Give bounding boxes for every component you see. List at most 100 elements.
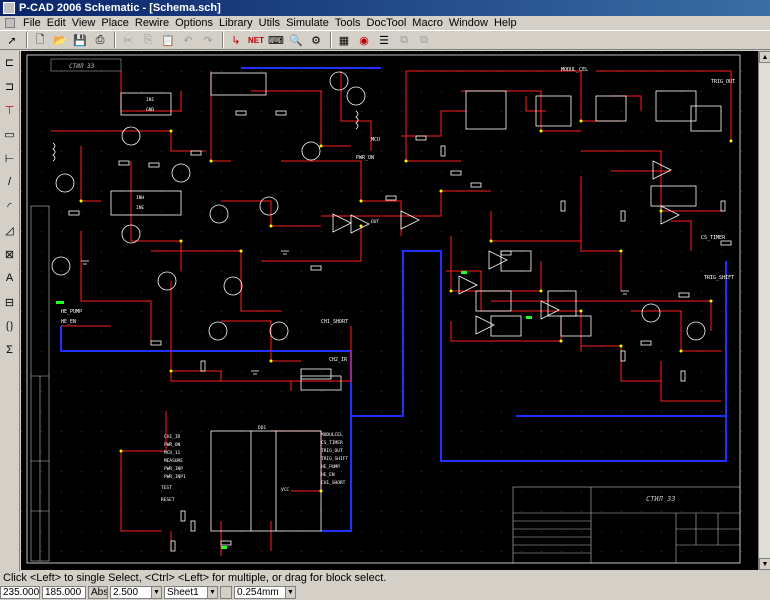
sheet-dropdown[interactable]: Sheet1 ▼ (164, 586, 218, 599)
wire-tool-icon[interactable]: ↳ (231, 34, 241, 47)
main-toolbar: ➚ 🗋 📂 💾 ⎙ ✂ ⎘ 📋 ↶ ↷ ↳ NET ⌨ 🔍 ⚙ ▦ ◉ ☰ ⧉ … (0, 30, 770, 50)
place-line-icon[interactable]: ⊢ (4, 152, 15, 165)
place-port-icon[interactable]: ▭ (4, 128, 15, 141)
line-width-dropdown[interactable]: 0.254mm ▼ (234, 586, 296, 599)
menu-place[interactable]: Place (101, 16, 129, 29)
ic-pin-label: OUT (371, 219, 379, 225)
zoom-icon[interactable]: 🔍 (289, 34, 303, 47)
ic-pin-label: INE (136, 205, 144, 211)
menu-edit[interactable]: Edit (46, 16, 66, 29)
title-block (512, 486, 741, 564)
menu-bar: File Edit View Place Rewire Options Libr… (0, 16, 770, 30)
mcu-right-pin: HE_PUMP (321, 464, 340, 470)
net-label-trig-shift: TRIG_SHIFT (704, 275, 734, 281)
status-fields: 235.000 185.000 Abs 2.500 ▼ Sheet1 ▼ 0.2… (0, 585, 770, 600)
ic-pin-label: TEST (161, 485, 172, 491)
ic-pin-label: INH (136, 195, 144, 201)
place-arc-icon[interactable]: ◜ (7, 200, 12, 213)
mcu-left-pin: CH1_IR (164, 434, 181, 440)
ic-pin-label: GND (146, 107, 154, 113)
net-label-ch2-ir: CH2_IR (329, 357, 348, 363)
chevron-down-icon: ▼ (207, 587, 217, 598)
menu-window[interactable]: Window (448, 16, 488, 29)
vertical-scrollbar[interactable]: ▲ ▼ (758, 51, 770, 570)
place-bus-entry-icon[interactable]: ⟮⟯ (5, 319, 14, 332)
align-icon[interactable]: ⧉ (400, 33, 408, 46)
grid-icon[interactable]: ▦ (338, 34, 350, 47)
menu-library[interactable]: Library (219, 16, 253, 29)
undo-icon[interactable]: ↶ (183, 34, 193, 47)
redo-icon[interactable]: ↷ (203, 34, 213, 47)
mcu-right-pin: CH1_SHORT (321, 480, 346, 486)
keyboard-icon[interactable]: ⌨ (268, 34, 284, 47)
bus-lines (60, 67, 727, 532)
place-sum-icon[interactable]: Σ (6, 344, 13, 356)
record-icon[interactable]: ◉ (359, 34, 369, 47)
mcu-left-pin: PWR_ON (164, 442, 181, 448)
place-wire-icon[interactable]: ⊤ (4, 104, 15, 117)
document-icon (5, 18, 15, 28)
menu-doc-icon[interactable] (2, 18, 20, 28)
junctions (79, 119, 733, 493)
menu-utils[interactable]: Utils (258, 16, 281, 29)
copy-icon[interactable]: ⎘ (143, 33, 153, 46)
menu-file[interactable]: File (23, 16, 41, 29)
place-part-icon[interactable]: ⊏ (4, 56, 15, 69)
select-arrow-icon[interactable]: ➚ (7, 34, 17, 47)
menu-macro[interactable]: Macro (412, 16, 443, 29)
place-field-icon[interactable]: ⊠ (4, 248, 15, 261)
x-coordinate-field[interactable]: 235.000 (0, 586, 40, 599)
ic-pin-label: RESET (161, 497, 175, 503)
mcu-right-pin: HE_EN (321, 472, 335, 478)
menu-help[interactable]: Help (493, 16, 517, 29)
ic-pin-label: IN1 (146, 97, 154, 103)
place-text-icon[interactable]: A (5, 272, 14, 284)
menu-rewire[interactable]: Rewire (134, 16, 170, 29)
toolbar-separator (26, 32, 28, 48)
schematic-canvas[interactable]: СТИЛ 33 СТИЛ 33 (21, 51, 758, 570)
print-icon[interactable]: ⎙ (95, 33, 105, 46)
schematic-drawing: СТИЛ 33 СТИЛ 33 (21, 51, 758, 570)
net-label-modul-cel: MODUL_CEL (561, 67, 588, 73)
menu-options[interactable]: Options (175, 16, 214, 29)
place-pin-icon[interactable]: ⊐ (4, 80, 15, 93)
placement-toolbar: ⊏ ⊐ ⊤ ▭ ⊢ / ◜ ◿ ⊠ A ⊟ ⟮⟯ Σ (0, 51, 20, 571)
open-folder-icon[interactable]: 📂 (53, 34, 67, 47)
save-icon[interactable]: 💾 (73, 34, 87, 47)
scroll-down-icon[interactable]: ▼ (759, 558, 770, 570)
mcu-left-pin: MEASURE (164, 458, 183, 464)
place-polygon-icon[interactable]: ◿ (5, 224, 14, 237)
mcu-right-pin: TRIG_OUT (321, 448, 343, 454)
scroll-up-icon[interactable]: ▲ (759, 51, 770, 63)
chevron-down-icon: ▼ (285, 587, 295, 598)
abs-toggle[interactable]: Abs (88, 586, 108, 599)
top-label-box (50, 58, 122, 72)
place-attribute-icon[interactable]: ⊟ (4, 296, 15, 309)
menu-tools[interactable]: Tools (334, 16, 361, 29)
menu-doctool[interactable]: DocTool (366, 16, 407, 29)
new-file-icon[interactable]: 🗋 (35, 33, 45, 46)
menu-simulate[interactable]: Simulate (286, 16, 329, 29)
net-label-he-pump: HE_PUMP (61, 309, 82, 315)
distribute-icon[interactable]: ⧉ (420, 33, 428, 46)
netlist-icon[interactable]: NET (248, 35, 264, 45)
app-icon[interactable] (3, 2, 15, 14)
menu-view[interactable]: View (71, 16, 96, 29)
toolbar-separator (222, 32, 224, 48)
net-label-cs-timer: CS_TIMER (701, 235, 726, 241)
list-icon[interactable]: ☰ (379, 34, 389, 47)
y-coordinate-field[interactable]: 185.000 (42, 586, 86, 599)
cut-icon[interactable]: ✂ (123, 34, 133, 47)
mcu-right-pin: CS_TIMER (321, 440, 343, 446)
net-label-mcu: MCU (371, 137, 380, 143)
grid-dropdown[interactable]: 2.500 ▼ (110, 586, 162, 599)
net-label-he-en: HE_EN (61, 319, 76, 325)
place-line2-icon[interactable]: / (7, 176, 12, 188)
status-hint: Click <Left> to single Select, <Ctrl> <L… (3, 572, 387, 584)
net-label-pwr-on: PWR_ON (356, 155, 374, 161)
net-label-trig-out: TRIG_OUT (711, 79, 735, 85)
line-style-icon[interactable] (220, 586, 232, 599)
find-icon[interactable]: ⚙ (311, 34, 321, 47)
sheet-label-top: СТИЛ 33 (69, 63, 95, 70)
paste-icon[interactable]: 📋 (161, 34, 175, 47)
